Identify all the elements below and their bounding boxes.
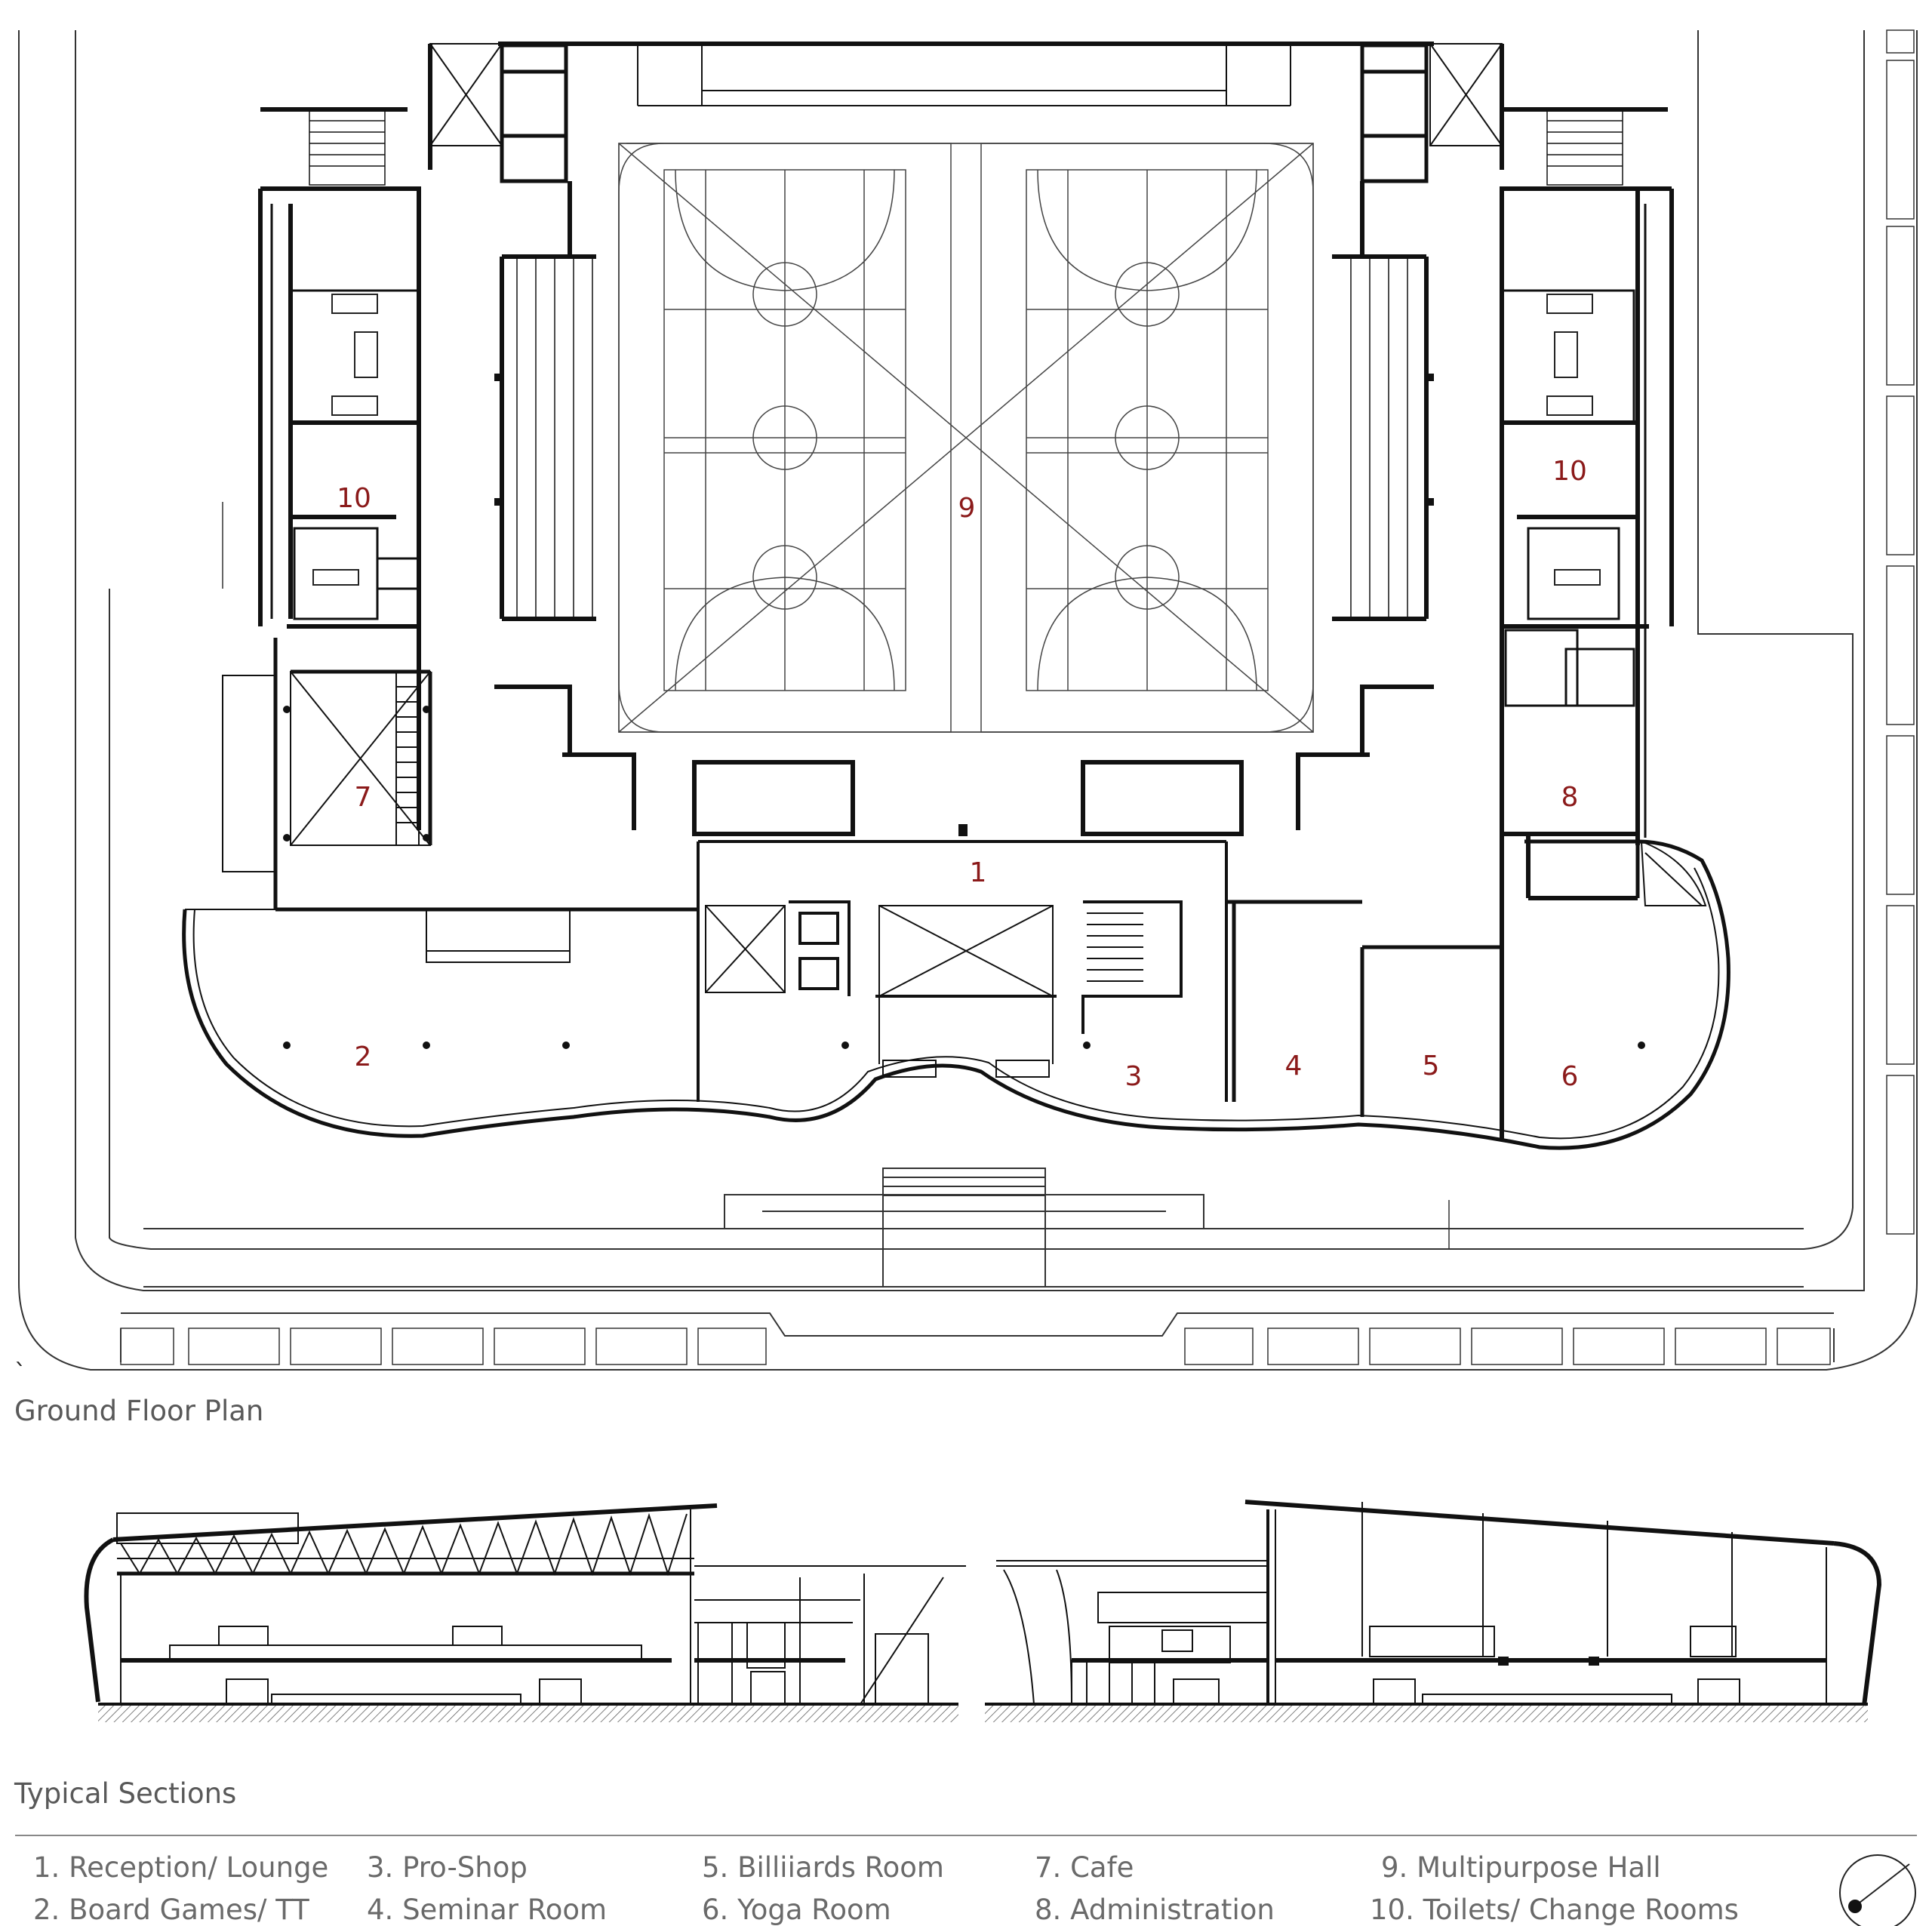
multipurpose-hall-courts (618, 143, 1314, 733)
legend-item-1: 1. Reception/ Lounge (33, 1851, 329, 1884)
room-number-4: 4 (1285, 1051, 1303, 1081)
room-number-10-left: 10 (337, 483, 371, 514)
entrance-steps (143, 1168, 1804, 1288)
legend-item-8: 8. Administration (1035, 1894, 1275, 1926)
legend-item-9: 9. Multipurpose Hall (1381, 1851, 1661, 1884)
legend-item-5: 5. Billiiards Room (702, 1851, 944, 1884)
room-number-7: 7 (355, 782, 372, 813)
legend-item-2: 2. Board Games/ TT (33, 1894, 309, 1926)
legend-item-6: 6. Yoga Room (702, 1894, 891, 1926)
north-arrow-icon (1839, 1854, 1916, 1926)
room-number-2: 2 (355, 1041, 372, 1072)
legend-item-7: 7. Cafe (1035, 1851, 1134, 1884)
section-right (985, 1500, 1882, 1722)
room-number-3: 3 (1125, 1061, 1143, 1092)
legend-item-3: 3. Pro-Shop (367, 1851, 528, 1884)
structural-columns (283, 374, 1645, 1049)
sections-title: Typical Sections (14, 1777, 237, 1810)
room-number-1: 1 (970, 857, 987, 888)
toilet-fixtures (312, 294, 1601, 586)
room-number-9: 9 (958, 493, 976, 524)
section-left (84, 1503, 966, 1722)
legend-item-10: 10. Toilets/ Change Rooms (1370, 1894, 1739, 1926)
site-boundary (18, 29, 1918, 1371)
room-number-5: 5 (1423, 1051, 1440, 1081)
stray-mark: ` (14, 1358, 26, 1387)
room-number-6: 6 (1561, 1061, 1579, 1092)
building-walls (182, 42, 1730, 1150)
room-number-8: 8 (1561, 782, 1579, 813)
room-number-10-right: 10 (1552, 456, 1587, 487)
legend-item-4: 4. Seminar Room (367, 1894, 608, 1926)
plan-title: Ground Floor Plan (14, 1395, 264, 1427)
